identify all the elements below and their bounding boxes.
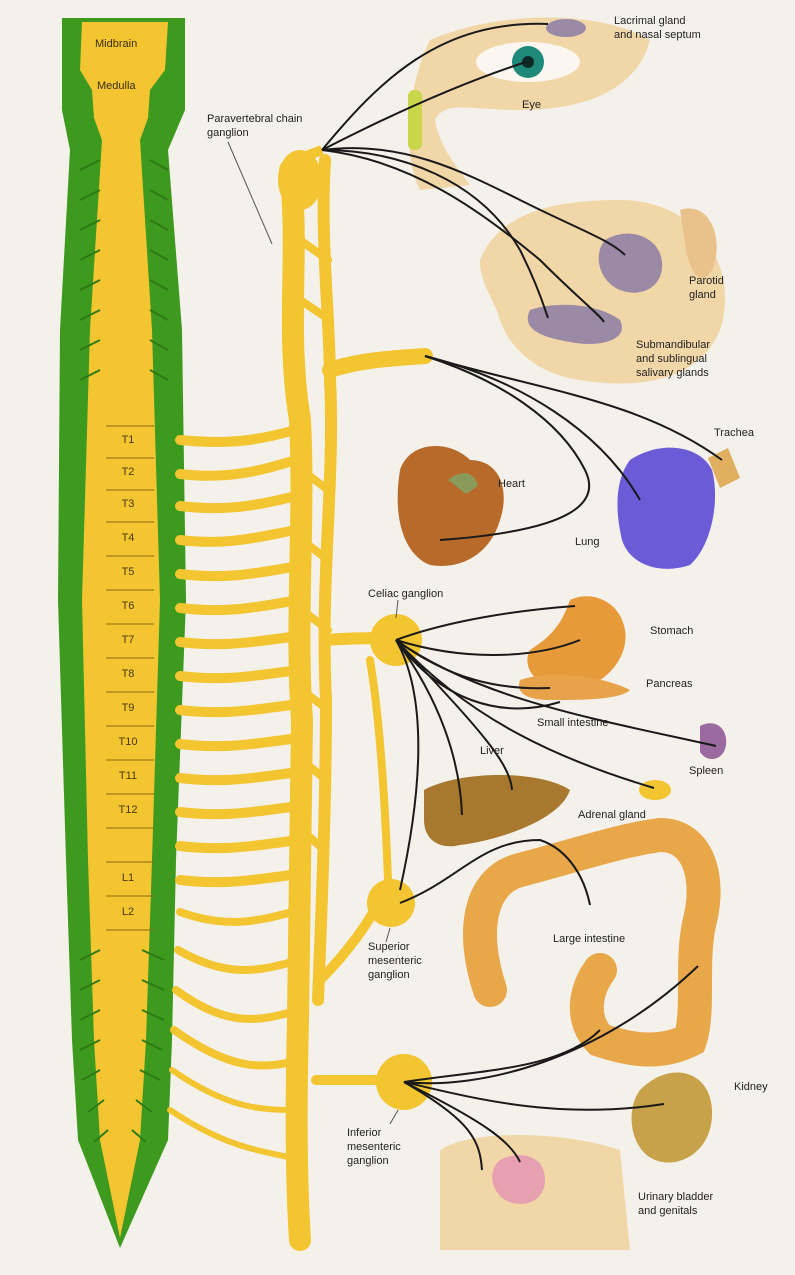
- segment-label-t5: T5: [108, 566, 148, 578]
- segment-label-t3: T3: [108, 498, 148, 510]
- lacrimal-line2: and nasal septum: [614, 28, 701, 42]
- submandibular-line1: Submandibular: [636, 338, 710, 352]
- large-intestine-label: Large intestine: [553, 932, 625, 946]
- superior-line1: Superior: [368, 940, 422, 954]
- spleen-label: Spleen: [689, 764, 723, 778]
- superior-mesenteric-ganglion-node: [367, 879, 415, 927]
- eye-label: Eye: [522, 98, 541, 112]
- small-intestine-label: Small intestine: [537, 716, 609, 730]
- kidney-label: Kidney: [734, 1080, 768, 1094]
- segment-label-t12: T12: [108, 804, 148, 816]
- inferior-line1: Inferior: [347, 1126, 401, 1140]
- parotid-line2: gland: [689, 288, 724, 302]
- bladder-line1: Urinary bladder: [638, 1190, 713, 1204]
- submandibular-label: Submandibular and sublingual salivary gl…: [636, 338, 710, 380]
- parotid-gland-label: Parotid gland: [689, 274, 724, 302]
- kidney-shape: [632, 1073, 713, 1163]
- segment-label-t11: T11: [108, 770, 148, 782]
- paravertebral-line2: ganglion: [207, 126, 302, 140]
- urinary-bladder-label: Urinary bladder and genitals: [638, 1190, 713, 1218]
- lacrimal-line1: Lacrimal gland: [614, 14, 701, 28]
- superior-line2: mesenteric: [368, 954, 422, 968]
- pancreas-label: Pancreas: [646, 677, 692, 691]
- medulla-label: Medulla: [97, 80, 136, 92]
- celiac-ganglion-label: Celiac ganglion: [368, 587, 443, 601]
- segment-label-t9: T9: [108, 702, 148, 714]
- nasal-septum-shape: [408, 90, 422, 150]
- stomach-label: Stomach: [650, 624, 693, 638]
- segment-label-l2: L2: [108, 906, 148, 918]
- segment-label-t7: T7: [108, 634, 148, 646]
- submandibular-line2: and sublingual: [636, 352, 710, 366]
- paravertebral-chain-label: Paravertebral chain ganglion: [207, 112, 302, 140]
- liver-shape: [424, 775, 570, 846]
- segment-label-t8: T8: [108, 668, 148, 680]
- lung-shape: [617, 448, 715, 569]
- liver-label: Liver: [480, 744, 504, 758]
- inferior-mesenteric-label: Inferior mesenteric ganglion: [347, 1126, 401, 1168]
- superior-mesenteric-label: Superior mesenteric ganglion: [368, 940, 422, 982]
- bladder-line2: and genitals: [638, 1204, 713, 1218]
- segment-label-l1: L1: [108, 872, 148, 884]
- inferior-line2: mesenteric: [347, 1140, 401, 1154]
- trachea-label: Trachea: [714, 426, 754, 440]
- lacrimal-gland-shape: [546, 19, 586, 37]
- segment-label-t4: T4: [108, 532, 148, 544]
- heart-label: Heart: [498, 477, 525, 491]
- segment-label-t1: T1: [108, 434, 148, 446]
- heart-shape: [398, 446, 504, 566]
- adrenal-gland-shape: [639, 780, 671, 800]
- lung-label: Lung: [575, 535, 599, 549]
- midbrain-label: Midbrain: [95, 38, 137, 50]
- adrenal-gland-label: Adrenal gland: [578, 808, 646, 822]
- lacrimal-gland-label: Lacrimal gland and nasal septum: [614, 14, 701, 42]
- parotid-line1: Parotid: [689, 274, 724, 288]
- inferior-line3: ganglion: [347, 1154, 401, 1168]
- paravertebral-line1: Paravertebral chain: [207, 112, 302, 126]
- spleen-shape: [700, 723, 726, 759]
- segment-label-t2: T2: [108, 466, 148, 478]
- segment-label-t6: T6: [108, 600, 148, 612]
- superior-line3: ganglion: [368, 968, 422, 982]
- segment-label-t10: T10: [108, 736, 148, 748]
- submandibular-line3: salivary glands: [636, 366, 710, 380]
